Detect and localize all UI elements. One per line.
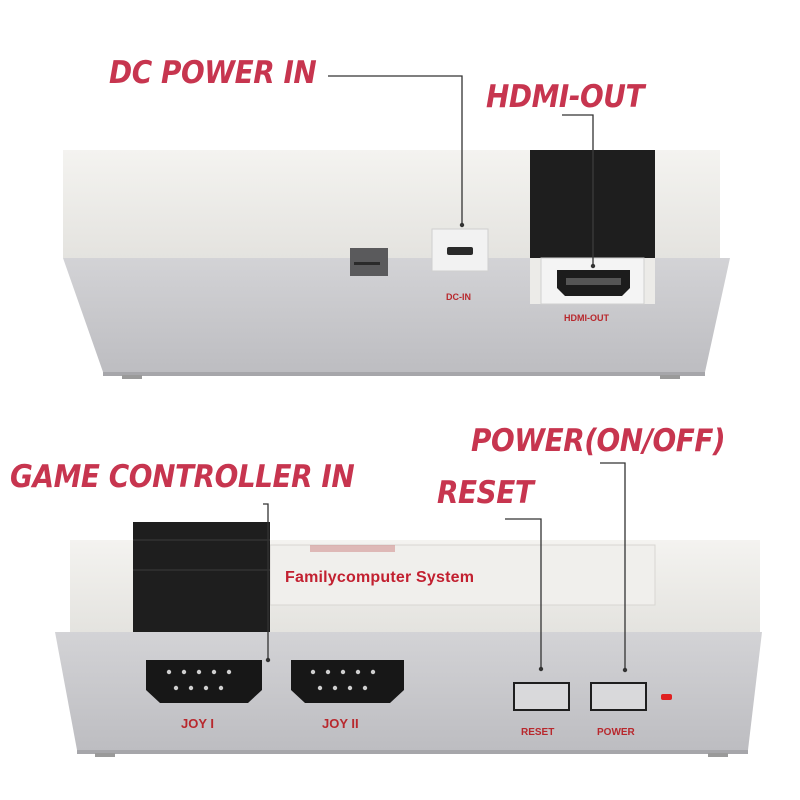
callout-dc-power-in: DC POWER IN <box>109 55 317 91</box>
power-button <box>590 682 647 711</box>
reset-leader <box>505 518 542 669</box>
reset-button <box>513 682 570 711</box>
console-back-view <box>63 150 730 379</box>
joy1-connector <box>146 660 262 703</box>
dc-in-label: DC-IN <box>446 292 471 302</box>
callout-reset: RESET <box>437 475 534 511</box>
power-label: POWER <box>597 727 635 738</box>
dc-in-port <box>447 247 473 255</box>
dc-power-leader <box>328 75 463 225</box>
leader-lines <box>263 75 628 673</box>
callout-power: POWER(ON/OFF) <box>471 423 726 459</box>
callout-game-controller-in: GAME CONTROLLER IN <box>10 459 355 495</box>
hdmi-leader <box>562 114 594 266</box>
joy2-connector <box>291 660 404 703</box>
joy1-label: JOY I <box>181 716 215 731</box>
console-front-view <box>55 522 762 757</box>
callout-hdmi-out: HDMI-OUT <box>486 79 645 115</box>
power-leader <box>600 462 626 670</box>
brand-plate <box>269 544 656 606</box>
reset-label: RESET <box>521 727 555 738</box>
brand-text: Familycomputer System <box>285 569 475 586</box>
controller-leader <box>263 503 269 660</box>
joy2-label: JOY II <box>322 716 359 731</box>
power-led <box>661 694 672 700</box>
hdmi-out-label: HDMI-OUT <box>564 313 609 323</box>
front-black-block <box>133 522 270 632</box>
